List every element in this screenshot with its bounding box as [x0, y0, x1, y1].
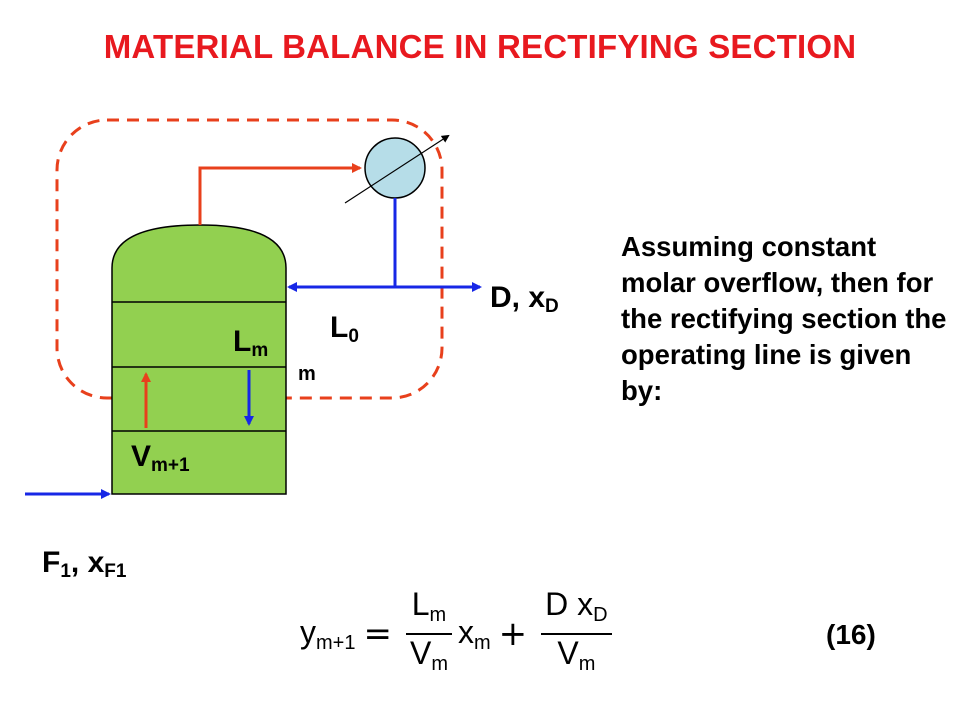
vapor-flow-label: Vm+1	[131, 440, 190, 476]
page-title: MATERIAL BALANCE IN RECTIFYING SECTION	[103, 28, 857, 65]
overhead-vapor-line	[198, 163, 362, 225]
liquid-flow-label: Lm	[233, 325, 269, 361]
eq-fraction-1: Lm Vm	[405, 586, 452, 682]
eq-lhs: ym+1	[300, 613, 356, 654]
condenser-coolant-arrow	[344, 134, 450, 204]
distillation-column	[111, 224, 287, 495]
eq-fraction-2: D xD Vm	[541, 586, 612, 682]
eq-equals: =	[363, 614, 392, 654]
equation-number: (16)	[826, 619, 876, 650]
eq-x-term: xm	[457, 613, 491, 654]
explanation-text: Assuming constant molar overflow, then f…	[621, 231, 947, 406]
distillate-label: D, xD	[490, 281, 559, 317]
stage-label: m	[298, 363, 316, 385]
operating-line-equation: ym+1 = Lm Vm xm + D xD Vm	[300, 586, 618, 682]
feed-label: F1, xF1	[42, 546, 127, 582]
condenser-icon	[364, 137, 426, 199]
eq-plus: +	[498, 614, 528, 654]
reflux-label: L0	[330, 311, 359, 347]
